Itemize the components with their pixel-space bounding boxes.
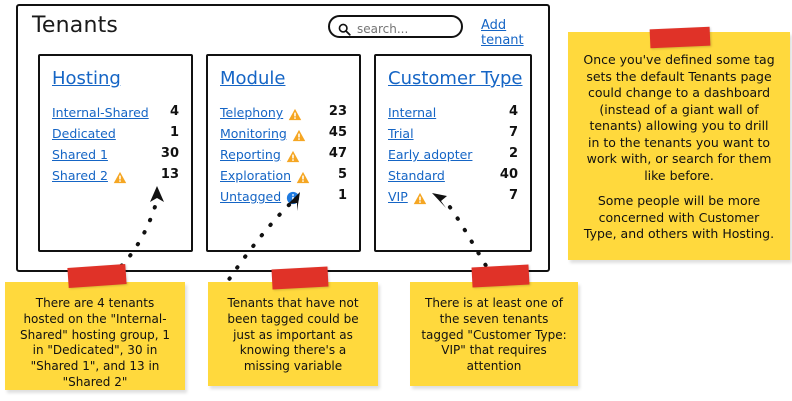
row-count: 30 — [160, 146, 179, 161]
row-label[interactable]: Trial — [388, 126, 414, 141]
row-label[interactable]: Internal-Shared — [52, 105, 149, 120]
row-label[interactable]: Early adopter — [388, 147, 473, 162]
panel-module-rows: Telephony 23 Monitoring 45 Reporting — [220, 102, 349, 207]
list-item[interactable]: Trial 7 — [388, 123, 520, 144]
row-count: 47 — [328, 146, 347, 161]
list-item[interactable]: Monitoring 45 — [220, 123, 349, 144]
row-label[interactable]: VIP — [388, 189, 408, 204]
tape-icon — [271, 266, 329, 290]
row-label[interactable]: Shared 1 — [52, 147, 108, 162]
row-count: 2 — [508, 146, 518, 161]
list-item[interactable]: Untagged 1 — [220, 186, 349, 207]
row-label[interactable]: Telephony — [220, 105, 284, 120]
sticky-note-vip: There is at least one of the seven tenan… — [410, 282, 578, 386]
row-count: 7 — [508, 188, 518, 203]
list-item[interactable]: Internal 4 — [388, 102, 520, 123]
list-item[interactable]: Dedicated 1 — [52, 123, 181, 144]
row-count: 4 — [508, 104, 518, 119]
warning-icon — [292, 127, 306, 142]
sticky-note-hosting: There are 4 tenants hosted on the "Inter… — [5, 282, 185, 390]
row-label[interactable]: Untagged — [220, 189, 282, 204]
row-label[interactable]: Internal — [388, 105, 437, 120]
row-count: 1 — [337, 188, 347, 203]
search-icon — [338, 21, 351, 36]
panel-title-module[interactable]: Module — [220, 68, 286, 89]
note-right-paragraph-1: Once you've defined some tag sets the de… — [583, 52, 775, 183]
note-hosting-text: There are 4 tenants hosted on the "Inter… — [20, 296, 170, 390]
page-title: Tenants — [32, 13, 119, 38]
panel-hosting: Hosting Internal-Shared 4 Dedicated 1 Sh… — [38, 54, 193, 252]
warning-icon — [113, 169, 127, 184]
row-count: 23 — [328, 104, 347, 119]
row-count: 45 — [328, 125, 347, 140]
list-item[interactable]: Standard 40 — [388, 165, 520, 186]
panel-customer-type-rows: Internal 4 Trial 7 Early adopter 2 Stand… — [388, 102, 520, 207]
sticky-note-untagged: Tenants that have not been tagged could … — [208, 282, 378, 386]
note-untagged-text: Tenants that have not been tagged could … — [227, 296, 359, 374]
list-item[interactable]: Shared 2 13 — [52, 165, 181, 186]
tape-icon — [471, 264, 530, 288]
row-count: 5 — [337, 167, 347, 182]
sticky-note-right: Once you've defined some tag sets the de… — [568, 32, 790, 260]
warning-icon — [286, 148, 300, 163]
row-count: 1 — [169, 125, 179, 140]
list-item[interactable]: Shared 1 30 — [52, 144, 181, 165]
list-item[interactable]: VIP 7 — [388, 186, 520, 207]
panel-title-hosting[interactable]: Hosting — [52, 68, 121, 89]
row-label[interactable]: Dedicated — [52, 126, 116, 141]
row-count: 40 — [499, 167, 518, 182]
note-right-paragraph-2: Some people will be more concerned with … — [583, 193, 775, 241]
warning-icon — [288, 106, 302, 121]
row-label[interactable]: Shared 2 — [52, 168, 108, 183]
row-label[interactable]: Exploration — [220, 168, 292, 183]
note-vip-text: There is at least one of the seven tenan… — [421, 296, 567, 374]
list-item[interactable]: Internal-Shared 4 — [52, 102, 181, 123]
search-box[interactable] — [328, 15, 463, 38]
warning-icon — [296, 169, 310, 184]
panel-module: Module Telephony 23 Monitoring 45 — [206, 54, 361, 252]
warning-icon — [413, 190, 427, 205]
row-count: 7 — [508, 125, 518, 140]
list-item[interactable]: Early adopter 2 — [388, 144, 520, 165]
panel-title-customer-type[interactable]: Customer Type — [388, 68, 523, 89]
panel-customer-type: Customer Type Internal 4 Trial 7 Early a… — [374, 54, 532, 252]
tape-icon — [649, 26, 711, 49]
row-count: 13 — [160, 167, 179, 182]
tape-icon — [67, 264, 127, 288]
row-count: 4 — [169, 104, 179, 119]
list-item[interactable]: Reporting 47 — [220, 144, 349, 165]
panel-hosting-rows: Internal-Shared 4 Dedicated 1 Shared 1 3… — [52, 102, 181, 186]
list-item[interactable]: Telephony 23 — [220, 102, 349, 123]
app-header: Tenants Add tenant — [18, 6, 548, 50]
row-label[interactable]: Monitoring — [220, 126, 287, 141]
search-input[interactable] — [355, 19, 459, 38]
row-label[interactable]: Reporting — [220, 147, 281, 162]
add-tenant-link[interactable]: Add tenant — [481, 18, 524, 48]
list-item[interactable]: Exploration 5 — [220, 165, 349, 186]
row-label[interactable]: Standard — [388, 168, 445, 183]
info-icon — [286, 190, 300, 205]
tenants-app-window: Tenants Add tenant Hosting Internal-Shar… — [16, 4, 550, 272]
